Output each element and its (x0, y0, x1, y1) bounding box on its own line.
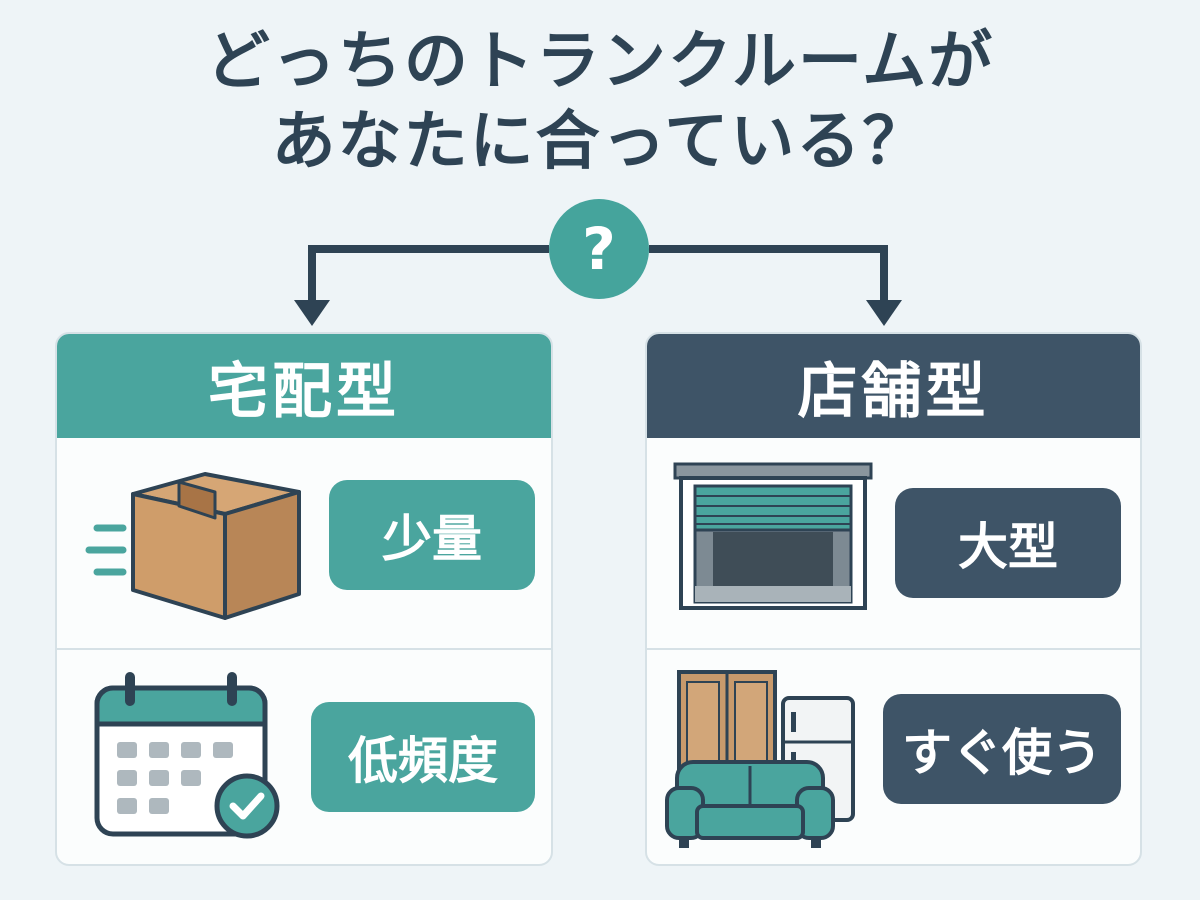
large-size-badge: 大型 (895, 488, 1121, 598)
question-mark-icon: ? (582, 215, 616, 283)
large-size-label: 大型 (958, 518, 1058, 576)
storage-unit-icon (673, 462, 873, 610)
delivery-type-header: 宅配型 (57, 334, 551, 438)
title-line-2: あなたに合っている？ (271, 105, 929, 179)
store-type-header: 店舗型 (647, 334, 1140, 438)
delivery-row-small-volume: 少量 (57, 438, 551, 648)
furniture-icon (665, 670, 855, 848)
store-row-large: 大型 (647, 438, 1140, 648)
store-row-immediate-use: すぐ使う (647, 648, 1140, 860)
immediate-use-label: すぐ使う (902, 724, 1102, 782)
small-volume-badge: 少量 (329, 480, 535, 590)
delivery-type-card: 宅配型 少量 (55, 332, 553, 866)
connector-left-arrow-line (308, 245, 549, 318)
small-volume-label: 少量 (382, 510, 482, 568)
cardboard-box-icon (85, 472, 301, 620)
delivery-row-low-frequency: 低頻度 (57, 648, 551, 860)
arrow-down-right-icon (866, 300, 902, 326)
question-circle: ? (549, 199, 649, 299)
connector-right-arrow-line (649, 245, 888, 318)
title-line-1: どっちのトランクルームが (205, 25, 995, 99)
store-type-title: 店舗型 (797, 356, 990, 427)
arrow-down-left-icon (294, 300, 330, 326)
immediate-use-badge: すぐ使う (883, 694, 1121, 804)
low-frequency-badge: 低頻度 (311, 702, 535, 812)
low-frequency-label: 低頻度 (348, 732, 498, 790)
page-title: どっちのトランクルームが あなたに合っている？ (0, 22, 1200, 182)
store-type-card: 店舗型 大型 (645, 332, 1142, 866)
calendar-check-icon (94, 672, 280, 839)
delivery-type-title: 宅配型 (208, 356, 400, 427)
